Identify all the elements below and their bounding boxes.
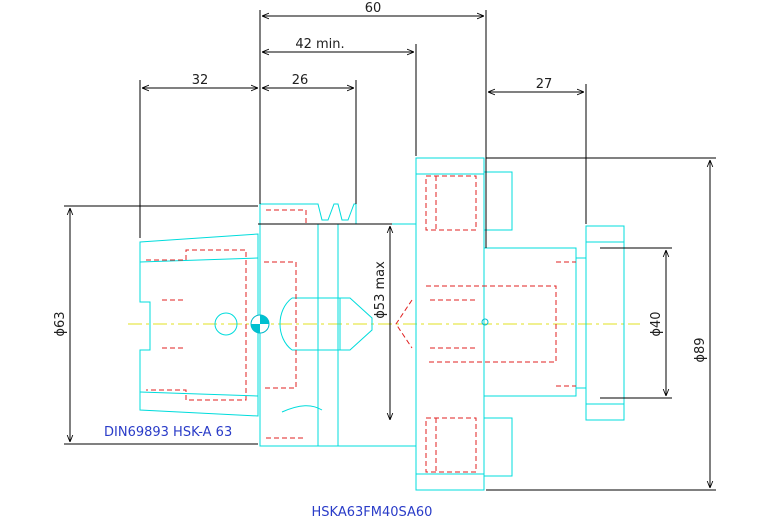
dim-shank-diameter: ϕ63 — [53, 311, 68, 336]
dim-max-diameter: ϕ53 max — [373, 261, 388, 319]
dim-total-length: 60 — [365, 1, 382, 16]
dim-flange-diameter: ϕ89 — [693, 337, 708, 362]
standard-label: DIN69893 HSK-A 63 — [104, 425, 232, 440]
part-outline — [139, 157, 625, 491]
part-number-label: HSKA63FM40SA60 — [312, 505, 433, 520]
dim-shank-length: 32 — [192, 73, 209, 88]
origin-mark — [250, 314, 489, 334]
dimension-lines — [64, 10, 716, 491]
dim-collar-length: 26 — [292, 73, 309, 88]
dim-pilot-diameter: ϕ40 — [649, 311, 664, 336]
dim-min-length: 42 min. — [295, 37, 344, 52]
hidden-lines — [146, 175, 576, 473]
dim-pilot-length: 27 — [536, 77, 553, 92]
